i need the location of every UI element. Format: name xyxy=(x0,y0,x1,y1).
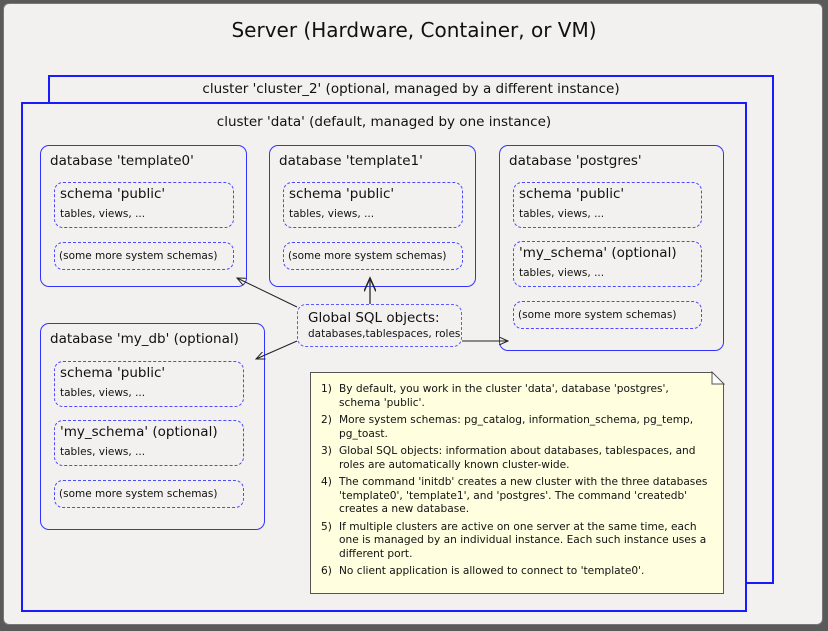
database-template1: database 'template1' schema 'public' tab… xyxy=(269,145,476,287)
server-title: Server (Hardware, Container, or VM) xyxy=(231,18,597,42)
schema-public: schema 'public' tables, views, ... xyxy=(513,182,702,228)
note-number: 2) xyxy=(321,414,332,426)
schema-public: schema 'public' tables, views, ... xyxy=(54,182,234,228)
note-item: 1) By default, you work in the cluster 'd… xyxy=(321,383,709,410)
cluster-2-label: cluster 'cluster_2' (optional, managed b… xyxy=(202,81,620,97)
note-number: 6) xyxy=(321,565,332,577)
note-number: 3) xyxy=(321,445,332,457)
note-number: 5) xyxy=(321,520,332,533)
note-text: No client application is allowed to conn… xyxy=(339,565,645,577)
note-number: 1) xyxy=(321,383,332,395)
schema-system-more: (some more system schemas) xyxy=(283,242,463,270)
database-my-db: database 'my_db' (optional) schema 'publ… xyxy=(40,323,265,530)
database-title: database 'postgres' xyxy=(509,153,642,169)
cluster-data-label: cluster 'data' (default, managed by one … xyxy=(216,114,552,130)
schema-contents: tables, views, ... xyxy=(519,208,605,220)
note-text: If multiple clusters are active on one s… xyxy=(339,520,707,560)
schema-system-more: (some more system schemas) xyxy=(513,301,702,329)
schema-contents: tables, views, ... xyxy=(289,208,375,220)
schema-system-more: (some more system schemas) xyxy=(54,242,234,270)
notes-box: 1) By default, you work in the cluster 'd… xyxy=(310,372,724,594)
note-item: 3) Global SQL objects: information about … xyxy=(321,445,709,472)
global-subtitle: databases,tablespaces, roles xyxy=(308,328,461,340)
schema-more-label: (some more system schemas) xyxy=(59,250,218,262)
schema-more-label: (some more system schemas) xyxy=(288,250,447,262)
database-title: database 'template0' xyxy=(50,153,194,169)
database-title: database 'template1' xyxy=(279,153,423,169)
schema-contents: tables, views, ... xyxy=(519,267,605,279)
note-text: By default, you work in the cluster 'dat… xyxy=(339,383,669,409)
database-postgres: database 'postgres' schema 'public' tabl… xyxy=(499,145,724,351)
note-number: 4) xyxy=(321,476,332,488)
global-sql-objects: Global SQL objects: databases,tablespace… xyxy=(297,304,462,347)
note-item: 5) If multiple clusters are active on one… xyxy=(321,521,709,562)
note-item: 6) No client application is allowed to co… xyxy=(321,565,709,579)
schema-title: schema 'public' xyxy=(60,186,166,202)
schema-title: schema 'public' xyxy=(519,186,625,202)
global-title: Global SQL objects: xyxy=(308,310,440,326)
schema-more-label: (some more system schemas) xyxy=(518,309,677,321)
schema-contents: tables, views, ... xyxy=(60,387,146,399)
schema-system-more: (some more system schemas) xyxy=(54,480,244,508)
schema-title: 'my_schema' (optional) xyxy=(519,245,677,261)
notes-list: 1) By default, you work in the cluster 'd… xyxy=(311,373,723,579)
note-text: Global SQL objects: information about da… xyxy=(339,445,696,471)
schema-my-schema: 'my_schema' (optional) tables, views, ..… xyxy=(513,241,702,287)
schema-more-label: (some more system schemas) xyxy=(59,488,218,500)
schema-public: schema 'public' tables, views, ... xyxy=(54,361,244,407)
schema-title: schema 'public' xyxy=(289,186,395,202)
schema-my-schema: 'my_schema' (optional) tables, views, ..… xyxy=(54,420,244,466)
schema-contents: tables, views, ... xyxy=(60,208,146,220)
schema-title: 'my_schema' (optional) xyxy=(60,424,218,440)
database-template0: database 'template0' schema 'public' tab… xyxy=(40,145,247,287)
note-item: 2) More system schemas: pg_catalog, infor… xyxy=(321,414,709,441)
schema-public: schema 'public' tables, views, ... xyxy=(283,182,463,228)
note-item: 4) The command 'initdb' creates a new clu… xyxy=(321,476,709,517)
schema-title: schema 'public' xyxy=(60,365,166,381)
note-text: The command 'initdb' creates a new clust… xyxy=(339,476,708,515)
note-text: More system schemas: pg_catalog, informa… xyxy=(339,414,694,440)
database-title: database 'my_db' (optional) xyxy=(50,331,239,347)
schema-contents: tables, views, ... xyxy=(60,446,146,458)
